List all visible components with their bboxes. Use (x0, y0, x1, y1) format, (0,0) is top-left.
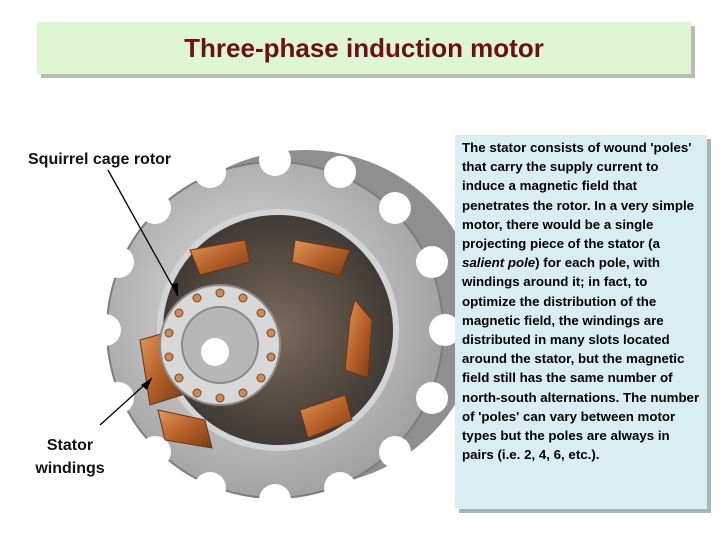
title-banner: Three-phase induction motor (37, 22, 691, 74)
stator-windings-label: Stator windings (30, 434, 110, 480)
description-part1: The stator consists of wound 'poles' tha… (462, 140, 695, 252)
description-box: The stator consists of wound 'poles' tha… (455, 135, 707, 509)
rotor-label: Squirrel cage rotor (28, 151, 172, 168)
rotor-pointer-line (107, 169, 179, 297)
description-text: The stator consists of wound 'poles' tha… (462, 138, 703, 464)
rotor-pointer-arrowhead (171, 283, 178, 296)
stator-pointer-arrowhead (141, 378, 152, 390)
stator-label-line2: windings (35, 460, 105, 477)
description-part2: ) for each pole, with windings around it… (462, 255, 700, 463)
stator-windings (139, 239, 373, 449)
squirrel-cage-rotor (159, 284, 281, 406)
page-title: Three-phase induction motor (184, 32, 544, 63)
stator-label-line1: Stator (46, 437, 94, 454)
description-emphasis: salient pole (462, 255, 536, 271)
